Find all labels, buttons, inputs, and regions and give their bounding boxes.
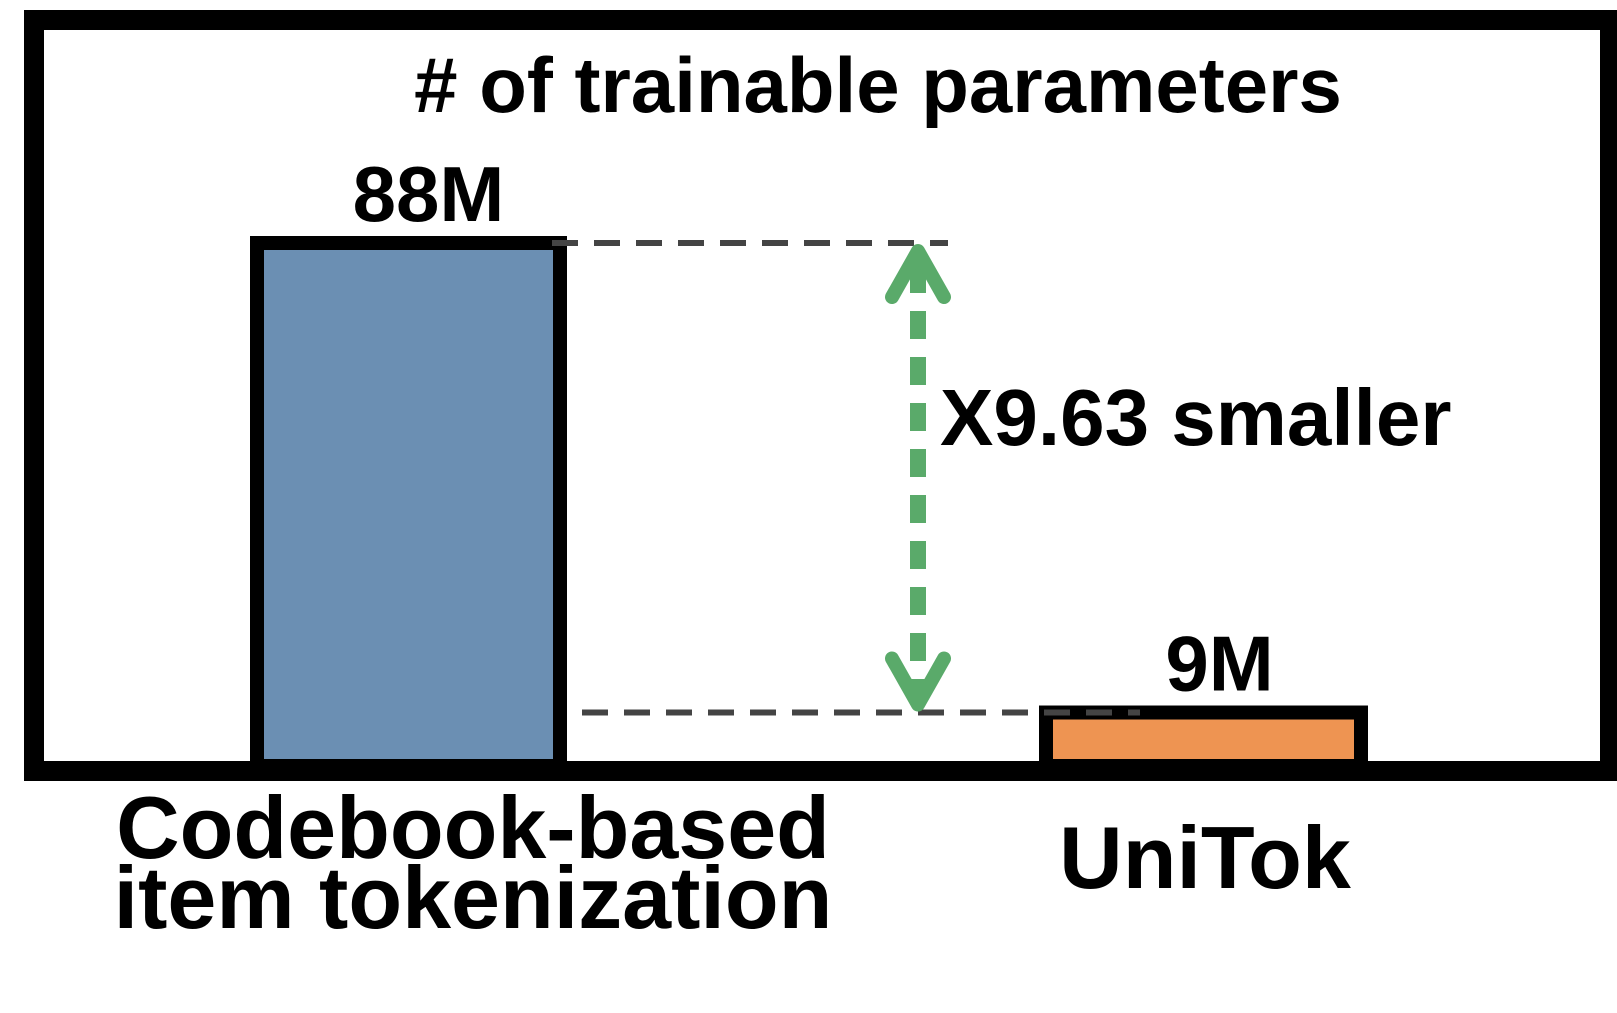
difference-arrow-head-up	[885, 244, 951, 304]
category-label-2-line-1: UniTok	[1059, 808, 1352, 907]
chart-title: # of trainable parameters	[414, 41, 1342, 129]
bar-2	[1039, 705, 1368, 773]
category-label-1-line-1: Codebook-based	[116, 778, 830, 877]
category-label-1-line-2: item tokenization	[114, 848, 833, 947]
difference-arrow-head-down	[885, 651, 951, 712]
data-label-2: 9M	[1165, 620, 1273, 708]
bar-1	[250, 236, 567, 773]
ratio-annotation: X9.63 smaller	[940, 373, 1451, 462]
data-label-1: 88M	[353, 150, 505, 238]
category-label-2: UniTok	[1059, 808, 1352, 907]
plot-frame	[24, 10, 1617, 781]
